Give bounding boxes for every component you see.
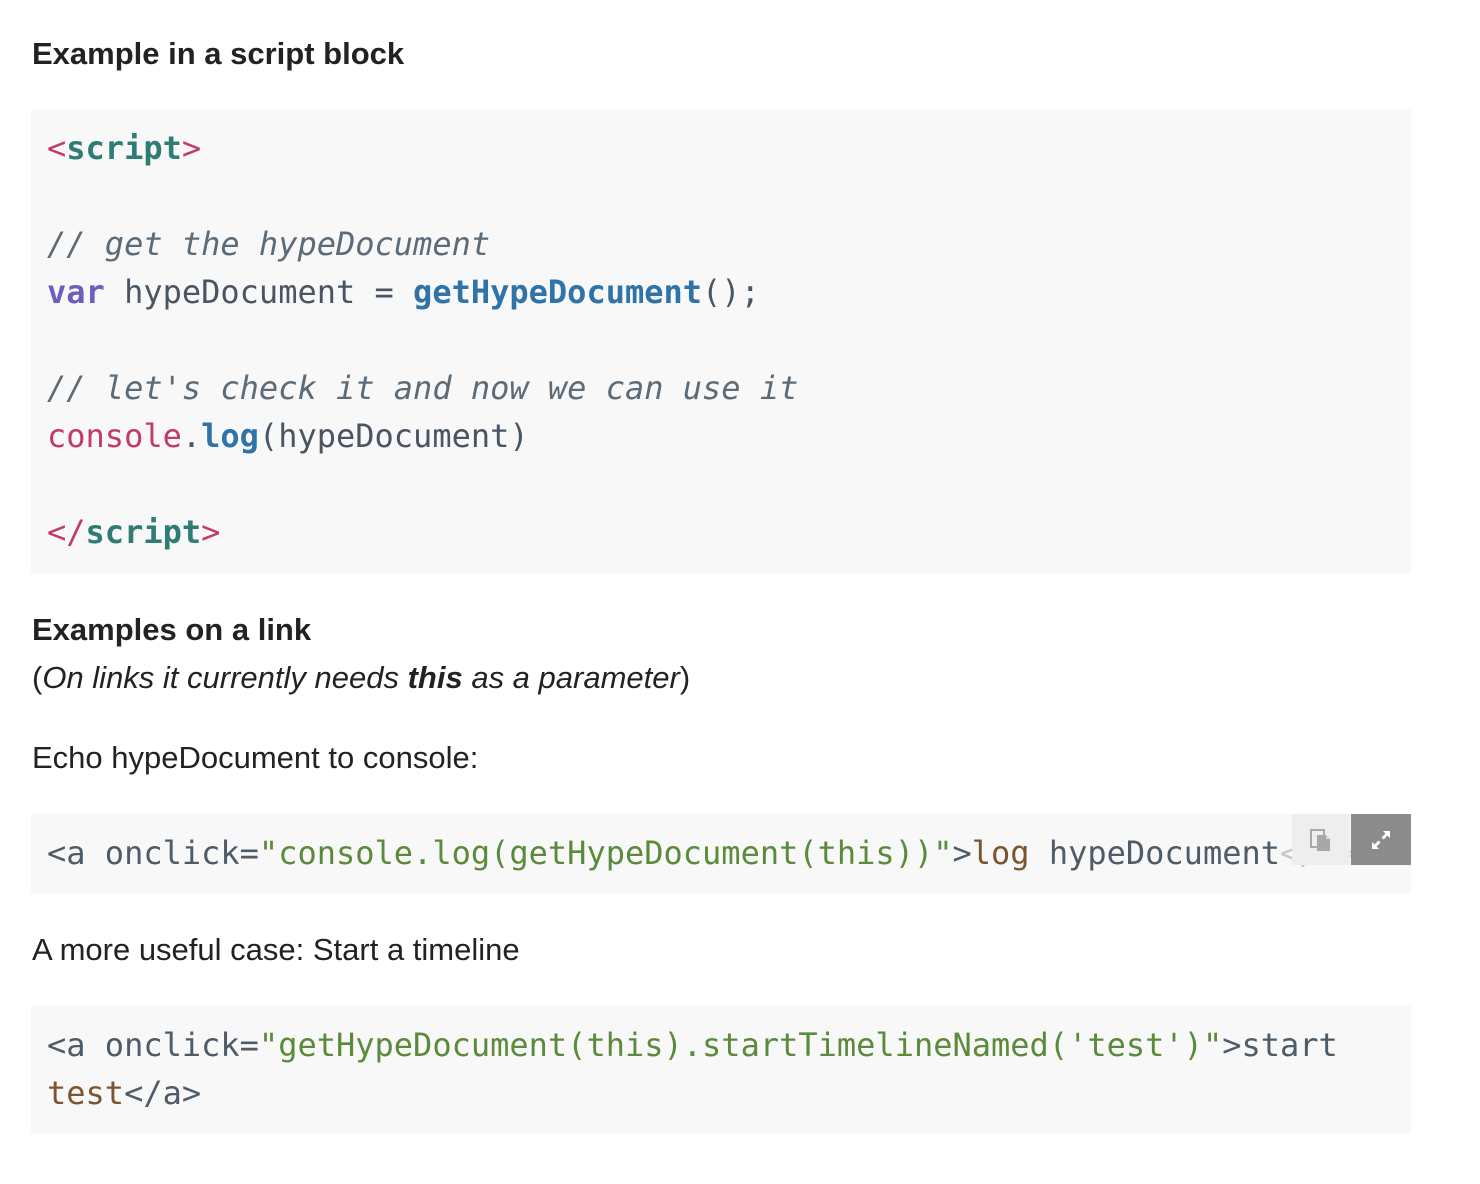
note-bold-this: this <box>407 660 463 695</box>
code-token: > <box>952 834 972 872</box>
code-token: <a onclick= <box>47 1026 259 1064</box>
code-line-comment-1: // get the hypeDocument <box>47 225 491 263</box>
section-heading-script-block: Example in a script block <box>32 36 405 71</box>
note-paren-close: ) <box>679 660 691 695</box>
code-token: hypeDocument = <box>104 273 414 311</box>
code-token: log <box>201 417 259 455</box>
code-block-log-link: <a onclick="console.log(getHypeDocument(… <box>31 814 1411 894</box>
echo-label: Echo hypeDocument to console: <box>32 740 479 775</box>
note-italic-2: as a parameter <box>462 660 680 695</box>
code-line-close-script: </script> <box>47 508 220 556</box>
code-token: console <box>47 417 182 455</box>
code-token: </a> <box>124 1074 202 1112</box>
code-token: . <box>181 417 202 455</box>
code-token: log <box>971 834 1030 872</box>
code-line-var-decl: var hypeDocument = getHypeDocument(); <box>47 268 760 316</box>
code-token: script <box>66 129 182 167</box>
code-token: < <box>47 129 67 167</box>
expand-code-button[interactable] <box>1351 814 1411 865</box>
expand-icon <box>1372 830 1390 849</box>
code-line-console-log: console.log(hypeDocument) <box>47 412 529 460</box>
code-token: (); <box>702 273 760 311</box>
note-paren-open: ( <box>32 660 43 695</box>
section-heading-link-examples: Examples on a link <box>32 612 312 647</box>
code-line-timeline-2: test</a> <box>47 1069 201 1117</box>
code-token: > <box>181 129 202 167</box>
useful-case-label: A more useful case: Start a timeline <box>32 932 520 967</box>
code-token: (hypeDocument) <box>258 417 529 455</box>
code-block-script: <script> // get the hypeDocument var hyp… <box>31 110 1411 574</box>
note-italic-1: On links it currently needs <box>42 660 408 695</box>
code-token: <a onclick= <box>47 834 259 872</box>
code-token: > <box>201 513 221 551</box>
code-line-open-script: <script> <box>47 124 201 172</box>
copy-icon <box>1310 828 1330 851</box>
code-line-log-link: <a onclick="console.log(getHypeDocument(… <box>47 829 1357 877</box>
code-token: "getHypeDocument(this).startTimelineName… <box>258 1026 1223 1064</box>
code-token: test <box>47 1074 125 1112</box>
code-token: hypeDocument <box>1029 834 1280 872</box>
code-token: "console.log(getHypeDocument(this))" <box>258 834 953 872</box>
code-token: getHypeDocument <box>413 273 703 311</box>
code-block-timeline-link: <a onclick="getHypeDocument(this).startT… <box>31 1006 1411 1134</box>
copy-code-button[interactable] <box>1292 814 1350 865</box>
link-parameter-note: (On links it currently needs this as a p… <box>32 658 690 698</box>
code-line-timeline-1: <a onclick="getHypeDocument(this).startT… <box>47 1021 1338 1069</box>
code-token: </ <box>47 513 86 551</box>
code-token: script <box>85 513 202 551</box>
code-line-comment-2: // let's check it and now we can use it <box>47 369 799 407</box>
code-token: var <box>47 273 105 311</box>
code-token: >start <box>1222 1026 1338 1064</box>
